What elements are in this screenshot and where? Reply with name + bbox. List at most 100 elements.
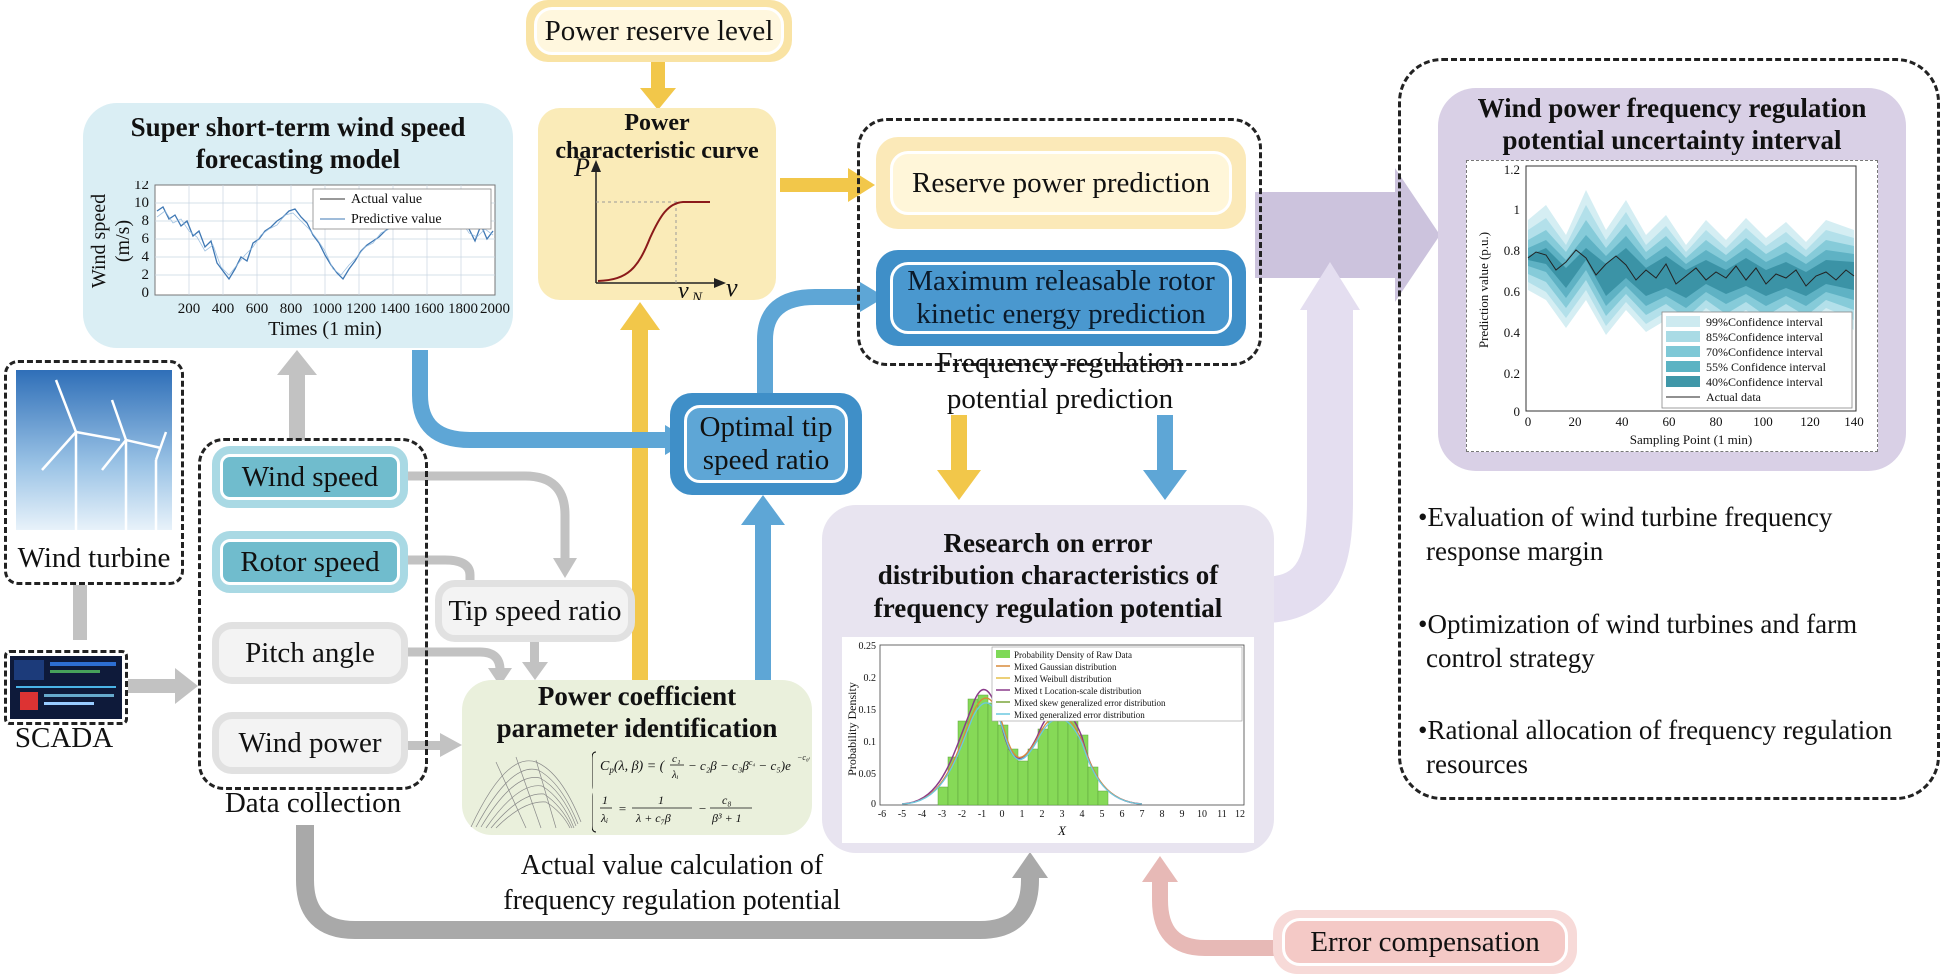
y-axis-label-line1: Wind speed xyxy=(88,194,110,288)
optimal-tip-line1: Optimal tip xyxy=(699,410,833,443)
y-axis-label-line2: (m/s) xyxy=(112,220,134,262)
y-tick: 0.4 xyxy=(1504,325,1521,340)
x-tick: 1200 xyxy=(346,301,376,317)
actual-value-line1: Actual value calculation of xyxy=(520,850,824,881)
x-tick: 140 xyxy=(1844,414,1864,429)
y-tick: 0.1 xyxy=(864,737,877,748)
uncertainty-outer-group xyxy=(1398,58,1940,800)
scada-label: SCADA xyxy=(14,722,114,754)
speed-axis-label: v xyxy=(726,273,738,300)
y-axis-label: Prediction value (p.u.) xyxy=(1476,232,1491,348)
y-tick: 2 xyxy=(142,267,150,283)
error-title-line2: distribution characteristics of xyxy=(877,560,1219,591)
power-curve-title-line2: characteristic curve xyxy=(555,137,759,164)
reserve-power-prediction-label: Reserve power prediction xyxy=(890,151,1232,215)
x-tick: 1800 xyxy=(448,301,478,317)
legend-85: 85%Confidence interval xyxy=(1706,330,1824,344)
legend-actual: Actual data xyxy=(1706,390,1762,404)
x-tick: 1600 xyxy=(414,301,444,317)
wind-turbine-group xyxy=(4,360,184,585)
legend-gaussian: Mixed Gaussian distribution xyxy=(1014,662,1117,672)
data-collection-group xyxy=(198,438,428,790)
svg-text:−c₆/λᵢ: −c₆/λᵢ xyxy=(797,753,810,762)
power-curve-panel: Power characteristic curve P v v N xyxy=(538,108,776,300)
wind-power-label: Wind power xyxy=(238,726,382,759)
legend-40: 40%Confidence interval xyxy=(1706,375,1824,389)
y-tick: 0 xyxy=(1514,404,1521,419)
y-tick: 0.05 xyxy=(859,769,877,780)
y-tick: 1 xyxy=(1514,202,1521,217)
rotor-speed-label: Rotor speed xyxy=(240,545,380,578)
x-tick: 0 xyxy=(1000,809,1005,820)
x-tick: 40 xyxy=(1616,414,1629,429)
x-tick: 100 xyxy=(1753,414,1773,429)
wind-speed-label: Wind speed xyxy=(241,460,379,493)
x-tick: 120 xyxy=(1800,414,1820,429)
legend-55: 55% Confidence interval xyxy=(1706,360,1827,374)
actual-value-line2: frequency regulation potential xyxy=(503,885,841,916)
y-tick: 0.2 xyxy=(1504,366,1520,381)
y-tick: 0.25 xyxy=(859,641,877,652)
x-tick: 400 xyxy=(212,301,235,317)
actual-data-line xyxy=(1527,249,1855,287)
svg-text:− c₂β − c₃βc₄ − c₅)e: − c₂β − c₃βc₄ − c₅)e xyxy=(688,758,791,773)
y-tick: 0.15 xyxy=(859,705,877,716)
power-coefficient-panel: Power coefficient parameter identificati… xyxy=(462,680,816,835)
max-kinetic-line2: kinetic energy prediction xyxy=(916,298,1206,330)
power-reserve-level-label: Power reserve level xyxy=(534,7,784,55)
x-tick: 600 xyxy=(246,301,269,317)
y-tick: 0.6 xyxy=(1504,284,1521,299)
pitch-angle-label: Pitch angle xyxy=(245,636,375,669)
light-purple-return-arrow xyxy=(1260,300,1353,623)
data-collection-caption: Data collection xyxy=(224,787,402,819)
wind-turbine-image xyxy=(16,370,172,530)
x-tick: -6 xyxy=(878,809,886,820)
x-tick: 20 xyxy=(1569,414,1582,429)
x-tick: 7 xyxy=(1140,809,1145,820)
x-tick: 5 xyxy=(1100,809,1105,820)
tip-speed-ratio-label: Tip speed ratio xyxy=(448,594,622,627)
svg-text:c₁: c₁ xyxy=(672,753,681,765)
band-40 xyxy=(1528,248,1854,298)
y-tick: 6 xyxy=(142,231,150,247)
y-tick: 4 xyxy=(142,249,150,265)
y-tick: 10 xyxy=(134,195,149,211)
pitch-angle-box: Pitch angle xyxy=(212,622,408,684)
svg-text:λᵢ: λᵢ xyxy=(671,769,679,781)
legend-70: 70%Confidence interval xyxy=(1706,345,1824,359)
x-tick: 2 xyxy=(1040,809,1045,820)
svg-text:−: − xyxy=(698,801,707,816)
x-tick: 0 xyxy=(1525,414,1532,429)
tip-speed-ratio-box: Tip speed ratio xyxy=(435,580,635,642)
svg-text:1: 1 xyxy=(602,793,608,807)
x-tick: 2000 xyxy=(480,301,510,317)
power-axis-label: P xyxy=(573,158,590,182)
x-tick: 1 xyxy=(1020,809,1025,820)
legend-t-location: Mixed t Location-scale distribution xyxy=(1014,686,1142,696)
bullet-item: •Rational allocation of frequency regula… xyxy=(1418,715,1893,780)
x-tick: 3 xyxy=(1060,809,1065,820)
y-tick: 1.2 xyxy=(1504,162,1520,177)
error-compensation-label: Error compensation xyxy=(1282,918,1568,966)
svg-text:c₈: c₈ xyxy=(722,793,732,807)
x-axis-label: Times (1 min) xyxy=(268,318,382,340)
x-tick: 6 xyxy=(1120,809,1125,820)
svg-text:Cp(λ, β) = (: Cp(λ, β) = ( xyxy=(600,759,666,775)
power-curve-title-line1: Power xyxy=(624,110,690,136)
power-reserve-level-box: Power reserve level xyxy=(526,0,792,62)
x-tick: -3 xyxy=(938,809,946,820)
max-kinetic-energy-box: Maximum releasable rotor kinetic energy … xyxy=(876,250,1246,346)
legend-weibull: Mixed Weibull distribution xyxy=(1014,674,1112,684)
wind-speed-chart: Actual value Predictive value 12 10 8 6 … xyxy=(88,181,510,340)
legend-predictive-label: Predictive value xyxy=(351,212,442,227)
y-tick: 0.8 xyxy=(1504,243,1520,258)
y-axis-label: Probability Density xyxy=(845,682,859,776)
error-title-line1: Research on error xyxy=(943,528,1153,558)
wind-speed-forecast-panel: Super short-term wind speed forecasting … xyxy=(83,103,513,348)
optimal-tip-line2: speed ratio xyxy=(702,444,830,476)
svg-text:1: 1 xyxy=(658,793,664,807)
rated-speed-label: v xyxy=(678,278,689,300)
uncertainty-title-line2: potential uncertainty interval xyxy=(1502,125,1842,156)
